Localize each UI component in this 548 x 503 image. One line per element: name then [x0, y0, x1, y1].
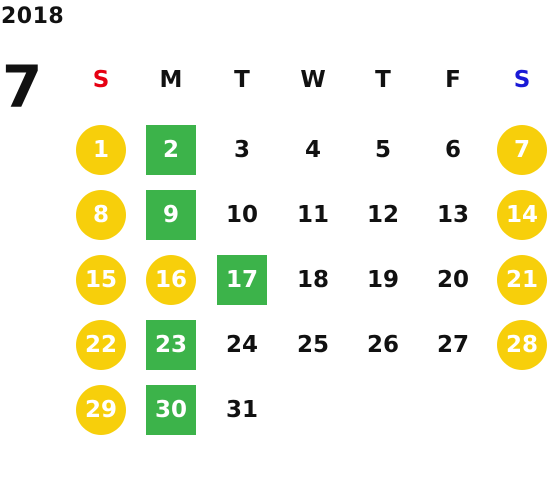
day-cell-12[interactable]: 12	[366, 202, 399, 228]
day-cell-6[interactable]: 6	[444, 137, 461, 163]
day-cell-7[interactable]: 7	[497, 125, 547, 175]
day-cell-1[interactable]: 1	[76, 125, 126, 175]
day-cell-28[interactable]: 28	[497, 320, 547, 370]
weekday-label-thu: T	[375, 67, 391, 93]
day-cell-2[interactable]: 2	[146, 125, 196, 175]
weekday-label-sat: S	[513, 67, 531, 93]
day-cell-15[interactable]: 15	[76, 255, 126, 305]
day-cell-26[interactable]: 26	[366, 332, 399, 358]
day-cell-30[interactable]: 30	[146, 385, 196, 435]
day-cell-13[interactable]: 13	[436, 202, 469, 228]
weekday-label-mon: M	[159, 67, 183, 93]
day-cell-21[interactable]: 21	[497, 255, 547, 305]
day-cell-25[interactable]: 25	[296, 332, 329, 358]
day-cell-19[interactable]: 19	[366, 267, 399, 293]
day-cell-29[interactable]: 29	[76, 385, 126, 435]
day-cell-9[interactable]: 9	[146, 190, 196, 240]
day-cell-10[interactable]: 10	[225, 202, 258, 228]
day-cell-24[interactable]: 24	[225, 332, 258, 358]
day-cell-4[interactable]: 4	[304, 137, 321, 163]
day-cell-22[interactable]: 22	[76, 320, 126, 370]
day-cell-17[interactable]: 17	[217, 255, 267, 305]
calendar-year: 2018	[1, 4, 65, 29]
day-cell-23[interactable]: 23	[146, 320, 196, 370]
weekday-label-fri: F	[445, 67, 461, 93]
day-cell-31[interactable]: 31	[225, 397, 258, 423]
day-cell-3[interactable]: 3	[233, 137, 250, 163]
day-cell-27[interactable]: 27	[436, 332, 469, 358]
weekday-label-sun: S	[92, 67, 110, 93]
weekday-label-tue: T	[234, 67, 250, 93]
day-cell-14[interactable]: 14	[497, 190, 547, 240]
weekday-label-wed: W	[300, 67, 326, 93]
day-cell-20[interactable]: 20	[436, 267, 469, 293]
day-cell-8[interactable]: 8	[76, 190, 126, 240]
day-cell-16[interactable]: 16	[146, 255, 196, 305]
day-cell-11[interactable]: 11	[296, 202, 329, 228]
day-cell-18[interactable]: 18	[296, 267, 329, 293]
day-cell-5[interactable]: 5	[374, 137, 391, 163]
calendar-month: 7	[2, 53, 43, 121]
